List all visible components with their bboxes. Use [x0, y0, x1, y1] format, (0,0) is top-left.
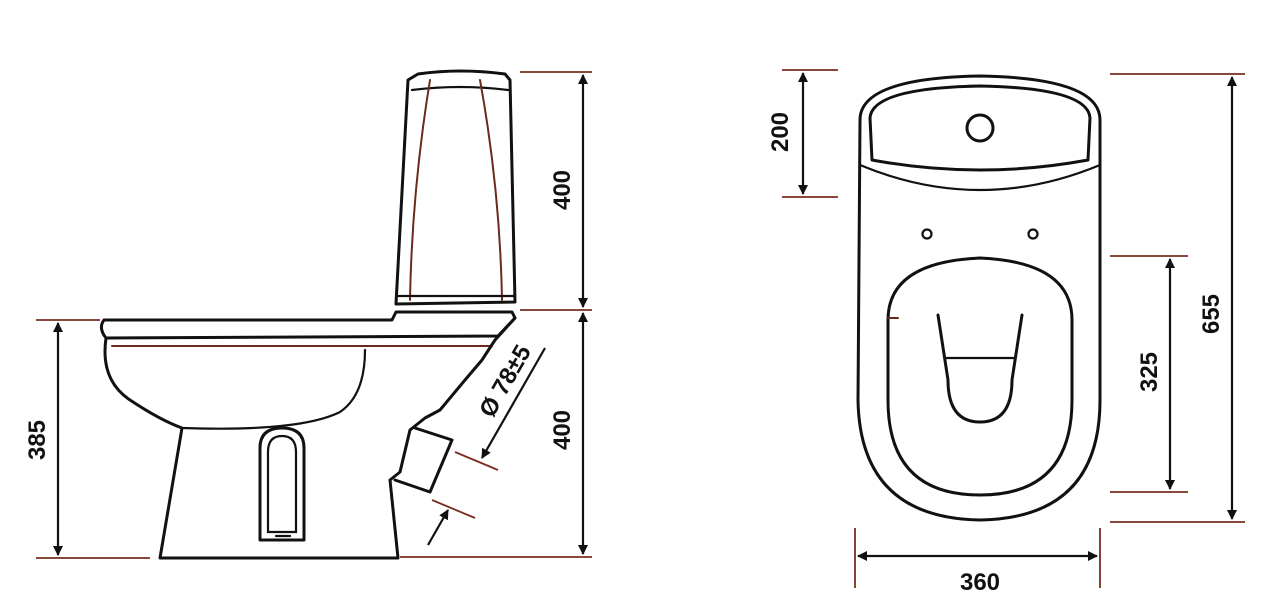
dim-tank-depth: 200	[767, 72, 808, 195]
tank-height-label: 400	[549, 170, 576, 210]
bowl-length-label: 325	[1136, 352, 1163, 392]
body-outline-top	[856, 74, 1102, 522]
top-view: 200 325 655 360	[767, 69, 1245, 596]
dim-bowl-length: 325	[1136, 258, 1175, 490]
bowl-height-label: 400	[549, 410, 576, 450]
dim-seat-height: 385	[24, 322, 63, 556]
bowl-side	[103, 316, 517, 560]
dim-outlet-diameter: Ø 78±5	[427, 340, 546, 546]
dim-bowl-height: 400	[549, 312, 588, 555]
side-extension-lines	[36, 71, 592, 559]
hinge-hole-right	[1027, 228, 1039, 240]
outlet-diameter-label: Ø 78±5	[474, 340, 537, 422]
dim-tank-height: 400	[549, 74, 588, 308]
total-length-label: 655	[1198, 294, 1225, 334]
seat-side	[99, 310, 517, 347]
cistern-top	[858, 84, 1102, 192]
tank-depth-label: 200	[767, 112, 794, 152]
dim-width: 360	[857, 551, 1098, 596]
bowl-well-top	[936, 313, 1024, 424]
width-label: 360	[960, 569, 1000, 596]
top-extension-lines	[782, 69, 1245, 588]
cistern-side	[394, 69, 517, 306]
seat-height-label: 385	[24, 420, 51, 460]
bowl-rim-top	[886, 256, 1074, 497]
side-view: 400 400 385 Ø 78±5	[24, 69, 592, 560]
dim-total-length: 655	[1198, 76, 1237, 520]
hinge-hole-left	[921, 228, 933, 240]
